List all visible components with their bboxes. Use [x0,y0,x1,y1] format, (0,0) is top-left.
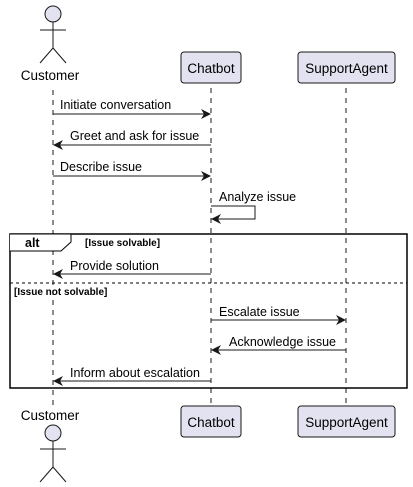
agent-name-top: SupportAgent [305,61,388,76]
message-5: Provide solution [53,259,211,279]
message-label: Describe issue [60,160,142,174]
message-label: Analyze issue [219,190,296,204]
customer-actor-bottom: Customer [21,408,80,483]
actor-head-icon [44,5,62,23]
customer-actor-top: Customer [21,5,80,83]
actor-head-icon [44,424,62,442]
message-label: Acknowledge issue [229,335,336,349]
chatbot-box-bottom: Chatbot [180,405,242,438]
alt-fragment: alt [Issue solvable] [Issue not solvable… [9,233,408,389]
message-label: Greet and ask for issue [70,129,199,143]
chatbot-box-top: Chatbot [180,51,242,84]
agent-name-bottom: SupportAgent [305,415,388,430]
message-2: Greet and ask for issue [53,129,211,150]
message-1: Initiate conversation [53,98,211,119]
guard-solvable: [Issue solvable] [85,238,160,249]
customer-name-top: Customer [21,68,80,83]
agent-box-bottom: SupportAgent [297,405,396,438]
customer-name-bottom: Customer [21,408,80,423]
message-7: Acknowledge issue [211,335,346,355]
fragment-operator: alt [25,236,40,250]
message-label: Provide solution [70,259,159,273]
message-3: Describe issue [53,160,211,181]
message-8: Inform about escalation [53,366,211,386]
message-6: Escalate issue [211,305,346,325]
agent-box-top: SupportAgent [297,51,396,84]
guard-not-solvable: [Issue not solvable] [14,287,107,298]
message-label: Initiate conversation [60,98,171,112]
chatbot-name-top: Chatbot [187,61,235,76]
chatbot-name-bottom: Chatbot [187,415,235,430]
message-label: Escalate issue [219,305,300,319]
message-label: Inform about escalation [70,366,200,380]
message-4-self: Analyze issue [211,190,296,224]
